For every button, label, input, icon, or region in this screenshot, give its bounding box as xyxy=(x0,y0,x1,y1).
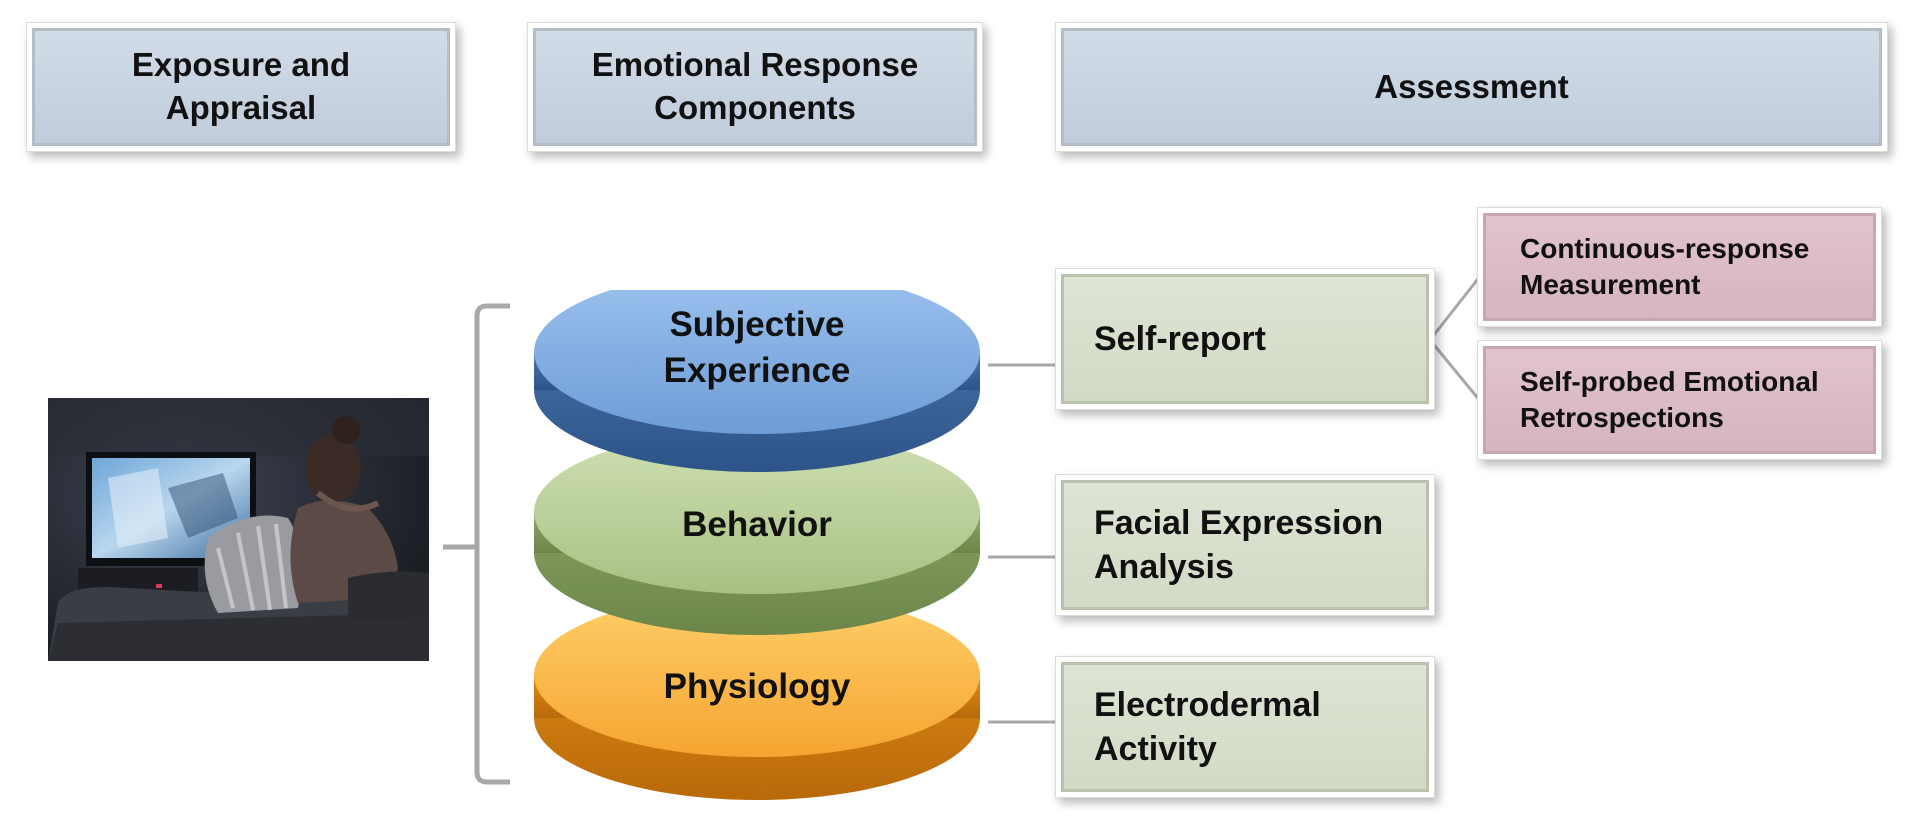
disk-physiology xyxy=(534,593,980,800)
physiology-line-1: Physiology xyxy=(663,667,851,706)
header-exposure-line-2: Appraisal xyxy=(165,89,317,126)
continuous-line-2: Measurement xyxy=(1520,269,1701,300)
method-self-report: Self-report xyxy=(1056,269,1434,409)
disk-label-subjective-experience: Subjective Experience xyxy=(532,302,982,394)
header-emotional-line-2: Components xyxy=(654,89,856,126)
method-electrodermal-activity: Electrodermal Activity xyxy=(1056,657,1434,797)
self-report-label: Self-report xyxy=(1094,319,1266,358)
header-exposure-line-1: Exposure and xyxy=(131,46,351,84)
emotional-components-stack xyxy=(534,290,980,800)
subtype-self-probed-retrospections: Self-probed Emotional Retrospections xyxy=(1478,341,1881,459)
electrodermal-line-1: Electrodermal xyxy=(1094,685,1321,724)
facial-line-1: Facial Expression xyxy=(1094,503,1384,542)
retrospection-line-1: Self-probed Emotional xyxy=(1520,365,1819,397)
method-facial-expression-analysis: Facial Expression Analysis xyxy=(1056,475,1434,615)
header-assessment: Assessment xyxy=(1056,23,1887,151)
continuous-line-1: Continuous-response xyxy=(1520,232,1810,264)
header-exposure-appraisal: Exposure and Appraisal xyxy=(27,23,455,151)
subjective-line-2: Experience xyxy=(663,351,851,391)
behavior-line-1: Behavior xyxy=(682,505,832,544)
disk-label-physiology: Physiology xyxy=(532,664,982,710)
header-assessment-label: Assessment xyxy=(1374,67,1569,105)
subtype-continuous-response: Continuous-response Measurement xyxy=(1478,208,1881,326)
electrodermal-line-2: Activity xyxy=(1094,730,1217,768)
facial-line-2: Analysis xyxy=(1094,548,1234,586)
header-emotional-line-1: Emotional Response xyxy=(591,46,919,84)
disk-behavior xyxy=(534,430,980,635)
disk-label-behavior: Behavior xyxy=(532,502,982,548)
header-emotional-response: Emotional Response Components xyxy=(528,23,982,151)
disk-subjective-experience xyxy=(534,290,980,472)
subjective-line-1: Subjective xyxy=(669,305,845,344)
retrospection-line-2: Retrospections xyxy=(1520,402,1724,433)
person-watching-tv-photo xyxy=(48,398,429,661)
